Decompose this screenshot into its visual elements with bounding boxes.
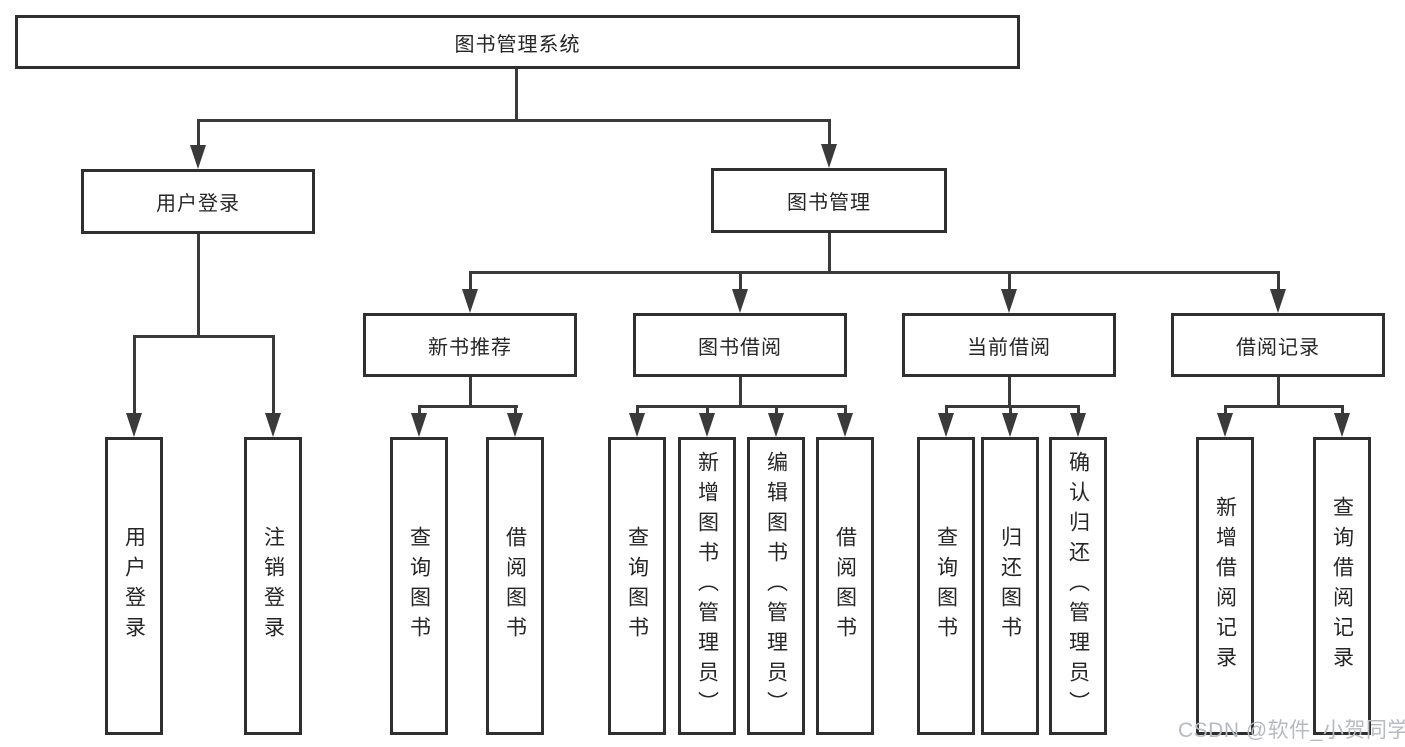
connector-line	[775, 405, 778, 415]
arrow-down-icon	[462, 289, 478, 313]
node-current-borrowing: 当前借阅	[902, 313, 1116, 377]
connector-line	[739, 271, 742, 291]
node-book-borrowing-label: 图书借阅	[698, 336, 782, 359]
leaf-logout-label: 注销登录	[261, 526, 285, 646]
arrow-down-icon	[821, 144, 837, 168]
leaf-query-borrow-record: 查询借阅记录	[1313, 437, 1371, 735]
arrow-down-icon	[837, 413, 853, 437]
connector-line	[1008, 377, 1011, 405]
leaf-borrow-books-label: 借阅图书	[833, 526, 857, 646]
connector-line	[828, 233, 831, 271]
connector-line	[469, 377, 472, 405]
leaf-query-books-borrow-label: 查询图书	[625, 526, 649, 646]
arrow-down-icon	[1334, 413, 1350, 437]
arrow-down-icon	[1001, 289, 1017, 313]
connector-line	[828, 119, 831, 146]
arrow-down-icon	[126, 413, 142, 437]
node-book-borrowing: 图书借阅	[633, 313, 847, 377]
watermark-text: CSDN @软件_小贺同学	[1178, 719, 1405, 742]
node-borrowing-records: 借阅记录	[1171, 313, 1385, 377]
leaf-query-books-recommend: 查询图书	[390, 437, 448, 735]
connector-line	[418, 405, 421, 415]
node-new-book-recommendation: 新书推荐	[363, 313, 577, 377]
arrow-down-icon	[190, 145, 206, 169]
connector-line	[636, 405, 639, 415]
leaf-confirm-return-admin-label: 确认归还（管理员）	[1066, 451, 1090, 721]
leaf-borrow-books: 借阅图书	[816, 437, 874, 735]
arrow-down-icon	[411, 413, 427, 437]
arrow-down-icon	[732, 289, 748, 313]
connector-line	[133, 335, 275, 338]
connector-line	[1224, 405, 1344, 408]
connector-line	[469, 271, 1280, 274]
connector-line	[197, 119, 200, 147]
leaf-add-borrow-record-label: 新增借阅记录	[1213, 496, 1237, 676]
connector-line	[945, 405, 1080, 408]
arrow-down-icon	[265, 413, 281, 437]
leaf-add-books-admin-label: 新增图书（管理员）	[695, 451, 719, 721]
leaf-edit-books-admin: 编辑图书（管理员）	[747, 437, 805, 735]
node-new-book-recommendation-label: 新书推荐	[428, 336, 512, 359]
connector-line	[1341, 405, 1344, 415]
leaf-return-books-label: 归还图书	[998, 526, 1022, 646]
arrow-down-icon	[699, 413, 715, 437]
arrow-down-icon	[507, 413, 523, 437]
leaf-query-books-recommend-label: 查询图书	[407, 526, 431, 646]
leaf-query-books-current: 查询图书	[917, 437, 975, 735]
node-book-management-label: 图书管理	[787, 192, 871, 214]
connector-line	[418, 405, 518, 408]
connector-line	[1077, 405, 1080, 415]
connector-line	[197, 234, 200, 335]
connector-line	[1224, 405, 1227, 415]
leaf-query-books-current-label: 查询图书	[934, 526, 958, 646]
connector-line	[844, 405, 847, 415]
leaf-edit-books-admin-label: 编辑图书（管理员）	[764, 451, 788, 721]
node-user-login: 用户登录	[81, 169, 315, 234]
connector-line	[514, 405, 517, 415]
leaf-query-books-borrow: 查询图书	[608, 437, 666, 735]
arrow-down-icon	[1002, 413, 1018, 437]
arrow-down-icon	[1270, 289, 1286, 313]
arrow-down-icon	[938, 413, 954, 437]
leaf-borrow-books-recommend-label: 借阅图书	[503, 526, 527, 646]
node-user-login-label: 用户登录	[156, 193, 240, 215]
node-book-management: 图书管理	[711, 168, 947, 233]
leaf-user-login-label: 用户登录	[122, 526, 146, 646]
connector-line	[739, 377, 742, 405]
connector-line	[469, 271, 472, 291]
connector-line	[706, 405, 709, 415]
leaf-query-borrow-record-label: 查询借阅记录	[1330, 496, 1354, 676]
connector-line	[515, 69, 518, 119]
leaf-confirm-return-admin: 确认归还（管理员）	[1049, 437, 1107, 735]
connector-line	[1009, 405, 1012, 415]
leaf-user-login: 用户登录	[105, 437, 163, 735]
arrow-down-icon	[1217, 413, 1233, 437]
connector-line	[1277, 377, 1280, 405]
node-current-borrowing-label: 当前借阅	[967, 336, 1051, 359]
arrow-down-icon	[1070, 413, 1086, 437]
connector-line	[133, 335, 136, 413]
node-library-management-system-label: 图书管理系统	[454, 33, 581, 56]
arrow-down-icon	[768, 413, 784, 437]
leaf-return-books: 归还图书	[981, 437, 1039, 735]
connector-line	[1008, 271, 1011, 291]
connector-line	[272, 335, 275, 413]
leaf-borrow-books-recommend: 借阅图书	[486, 437, 544, 735]
leaf-add-books-admin: 新增图书（管理员）	[678, 437, 736, 735]
connector-line	[636, 405, 847, 408]
leaf-logout: 注销登录	[244, 437, 302, 735]
arrow-down-icon	[629, 413, 645, 437]
connector-line	[197, 119, 831, 122]
node-library-management-system: 图书管理系统	[15, 15, 1020, 69]
connector-line	[1277, 271, 1280, 291]
connector-line	[945, 405, 948, 415]
node-borrowing-records-label: 借阅记录	[1236, 336, 1320, 359]
leaf-add-borrow-record: 新增借阅记录	[1196, 437, 1254, 735]
